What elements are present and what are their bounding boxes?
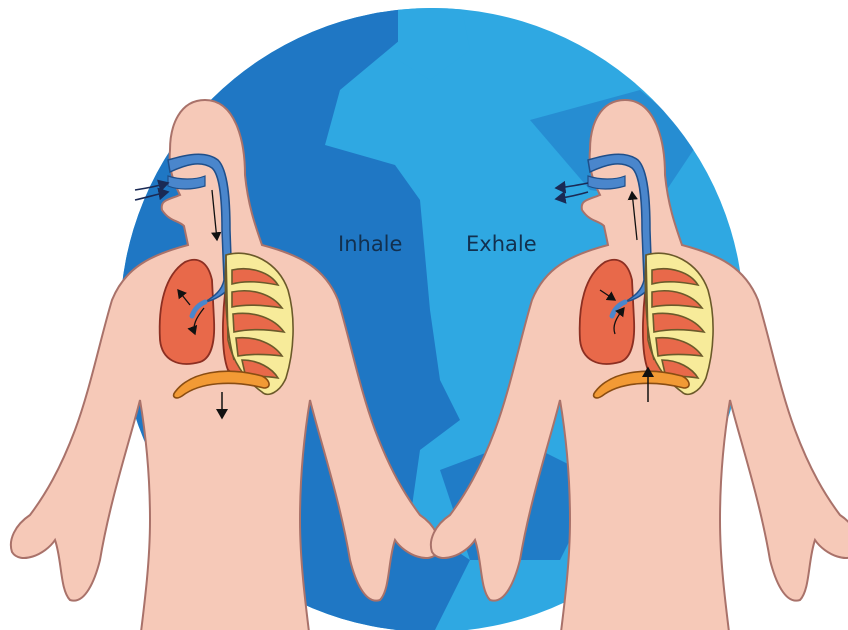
exhale-label: Exhale [466,232,537,256]
inhale-label: Inhale [338,232,402,256]
